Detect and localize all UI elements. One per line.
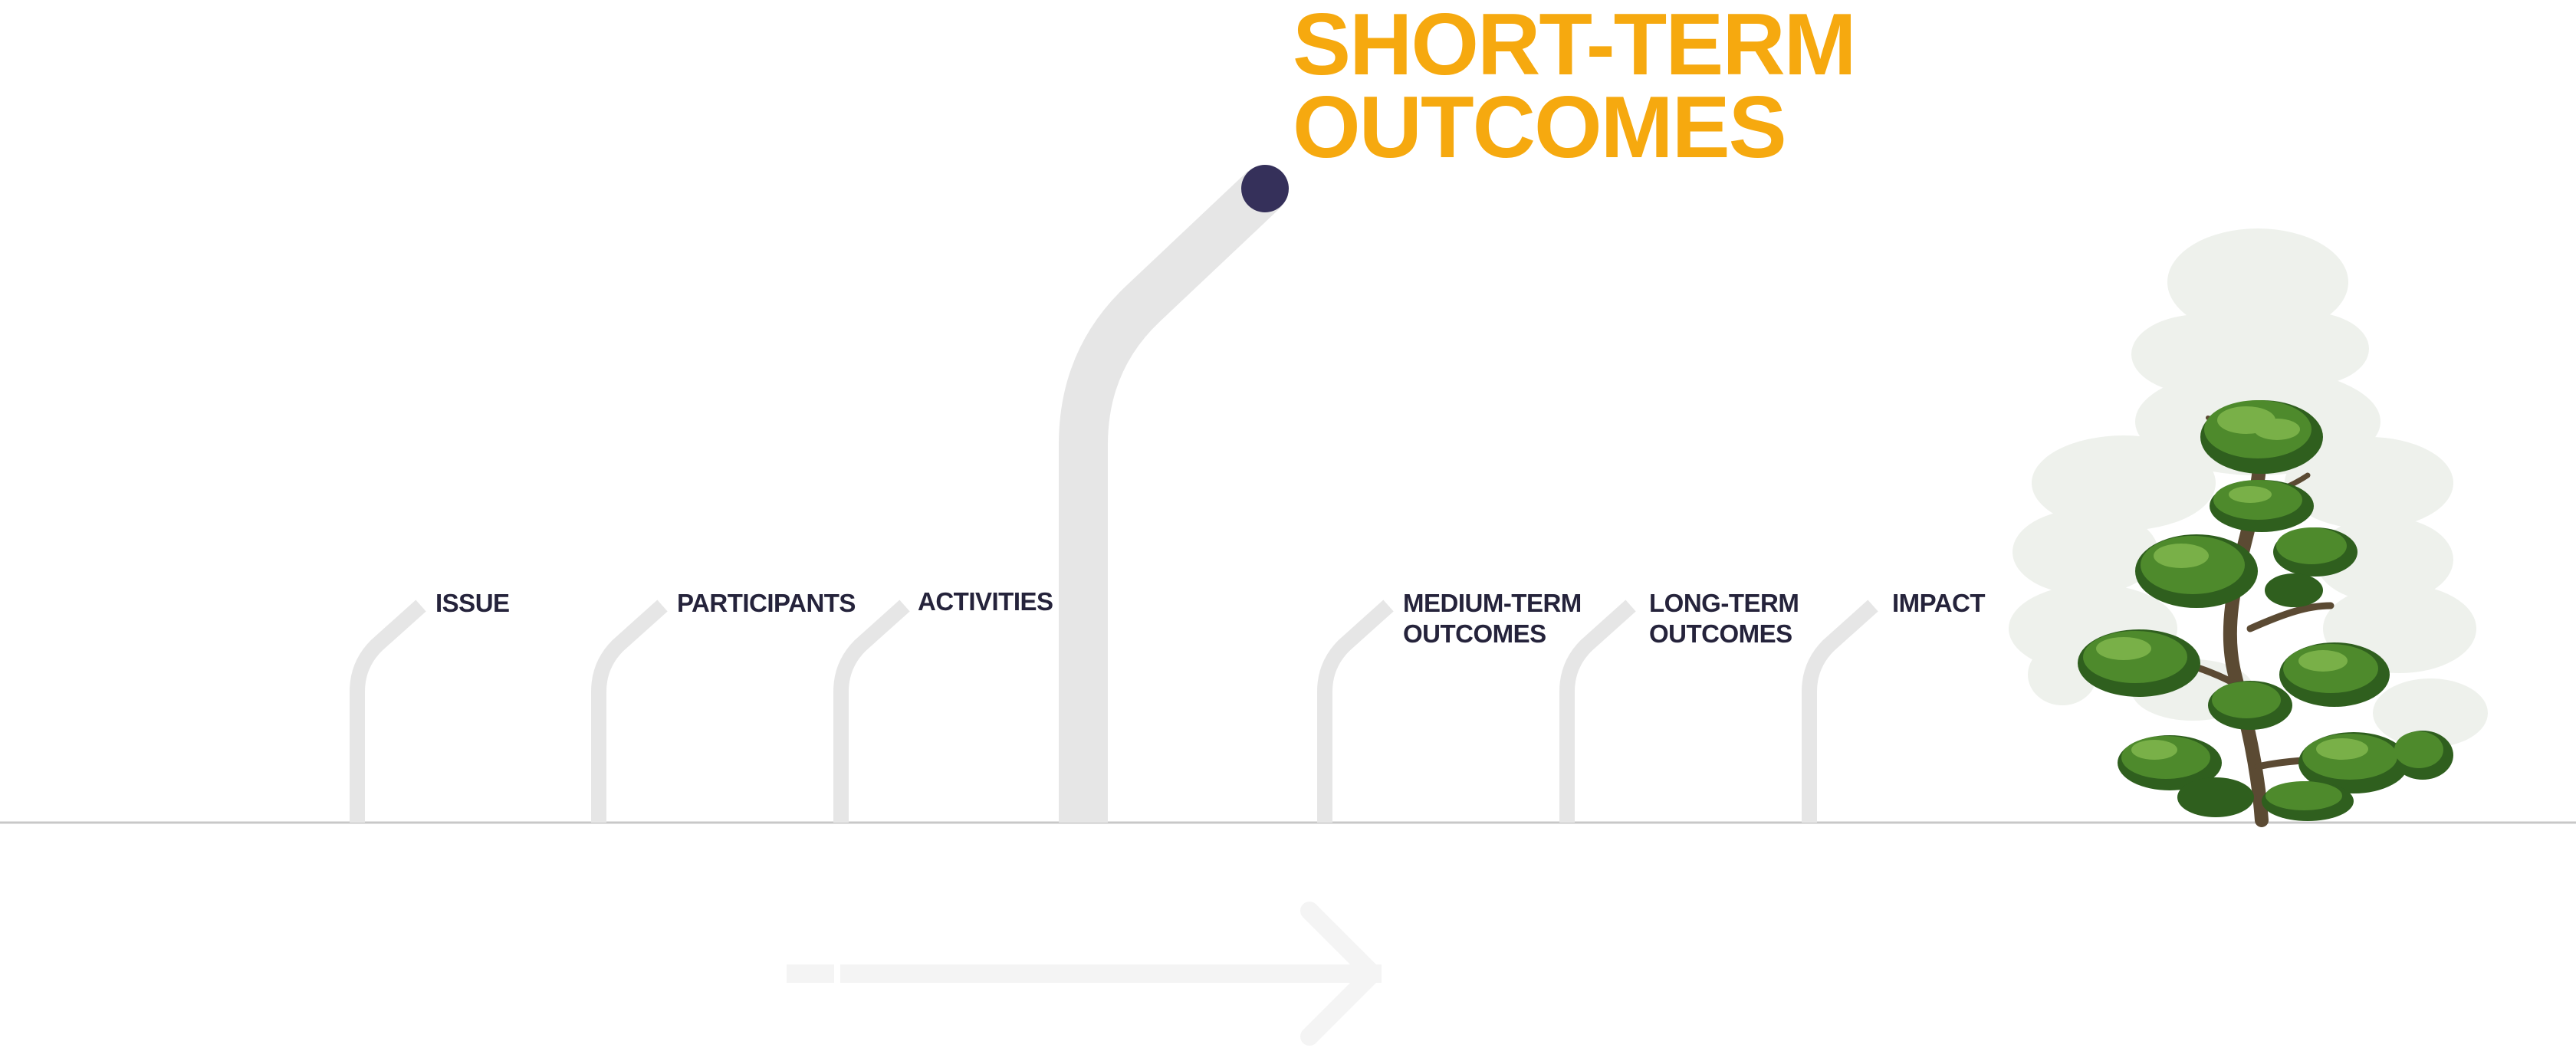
- stage-label-activities: ACTIVITIES: [918, 586, 1053, 617]
- stage-label-line-2: OUTCOMES: [1403, 619, 1546, 648]
- active-stage-marker: [1241, 165, 1289, 212]
- stage-label-issue: ISSUE: [435, 588, 510, 619]
- stage-label-line-1: ACTIVITIES: [918, 587, 1053, 616]
- stage-label-long-term-outcomes: LONG-TERM OUTCOMES: [1649, 588, 1799, 649]
- stage-label-line-1: IMPACT: [1892, 589, 1986, 617]
- stage-label-line-1: MEDIUM-TERM: [1403, 589, 1582, 617]
- active-stage-title-line-2: OUTCOMES: [1293, 79, 1787, 176]
- stage-label-line-1: LONG-TERM: [1649, 589, 1799, 617]
- stage-label-impact: IMPACT: [1892, 588, 1986, 619]
- active-stage-title-line-1: SHORT-TERM: [1293, 0, 1857, 94]
- stage-stem-participants: [591, 600, 668, 823]
- stage-stem-activities: [833, 600, 910, 823]
- stage-label-medium-term-outcomes: MEDIUM-TERM OUTCOMES: [1403, 588, 1582, 649]
- stage-stem-medium-term-outcomes: [1317, 600, 1394, 823]
- right-arrow-icon: [787, 902, 1382, 1046]
- stage-stem-long-term-outcomes: [1559, 600, 1636, 823]
- stage-label-participants: PARTICIPANTS: [677, 588, 856, 619]
- tree-icon: [2009, 228, 2488, 827]
- tree-foliage: [2078, 400, 2453, 821]
- stage-stem-issue: [350, 600, 426, 823]
- stage-stem-impact: [1802, 600, 1878, 823]
- stage-label-line-2: OUTCOMES: [1649, 619, 1792, 648]
- active-stage-stem: [1059, 170, 1282, 823]
- stage-label-line-1: ISSUE: [435, 589, 510, 617]
- stage-label-line-1: PARTICIPANTS: [677, 589, 856, 617]
